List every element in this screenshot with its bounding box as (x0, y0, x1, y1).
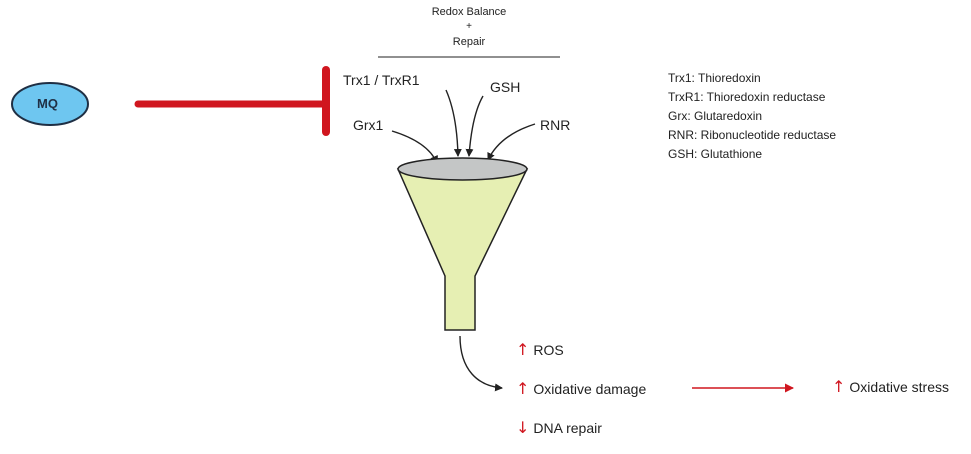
effect-dna-repair: ↓DNA repair (516, 418, 602, 437)
legend-item: GSH: Glutathione (668, 147, 763, 161)
up-arrow-icon: ↑ (516, 379, 530, 398)
effect-dna-label: DNA repair (533, 420, 602, 436)
effect-ros-label: ROS (533, 342, 564, 358)
legend-item: Grx: Glutaredoxin (668, 109, 763, 123)
gsh-arrow (465, 95, 484, 157)
header-title: Redox Balance (431, 6, 507, 18)
legend-item: RNR: Ribonucleotide reductase (668, 128, 837, 142)
up-arrow-icon: ↑ (832, 377, 846, 396)
trx-arrow (445, 89, 462, 157)
effect-damage-label: Oxidative damage (533, 381, 647, 397)
effect-oxidative-stress: ↑Oxidative stress (832, 377, 949, 396)
output-arrow (459, 335, 503, 392)
mq-node (11, 82, 89, 126)
funnel-top (397, 157, 528, 181)
input-rnr-label: RNR (540, 117, 571, 133)
funnel-body (396, 168, 529, 331)
input-trx-label: Trx1 / TrxR1 (343, 72, 420, 88)
effect-stress-label: Oxidative stress (849, 379, 949, 395)
input-gsh-label: GSH (490, 79, 521, 95)
grx-arrow (391, 130, 438, 164)
up-arrow-icon: ↑ (516, 340, 530, 359)
legend-item: TrxR1: Thioredoxin reductase (668, 90, 826, 104)
effect-ros: ↑ROS (516, 340, 564, 359)
down-arrow-icon: ↓ (516, 418, 530, 437)
input-grx-label: Grx1 (353, 117, 384, 133)
rnr-arrow (487, 123, 536, 161)
header-subtitle: Repair (452, 36, 486, 48)
legend: Trx1: Thioredoxin TrxR1: Thioredoxin red… (668, 69, 836, 164)
legend-item: Trx1: Thioredoxin (668, 71, 761, 85)
effect-oxidative-damage: ↑Oxidative damage (516, 379, 646, 398)
mq-label: MQ (37, 96, 58, 111)
header-plus: + (466, 21, 472, 32)
